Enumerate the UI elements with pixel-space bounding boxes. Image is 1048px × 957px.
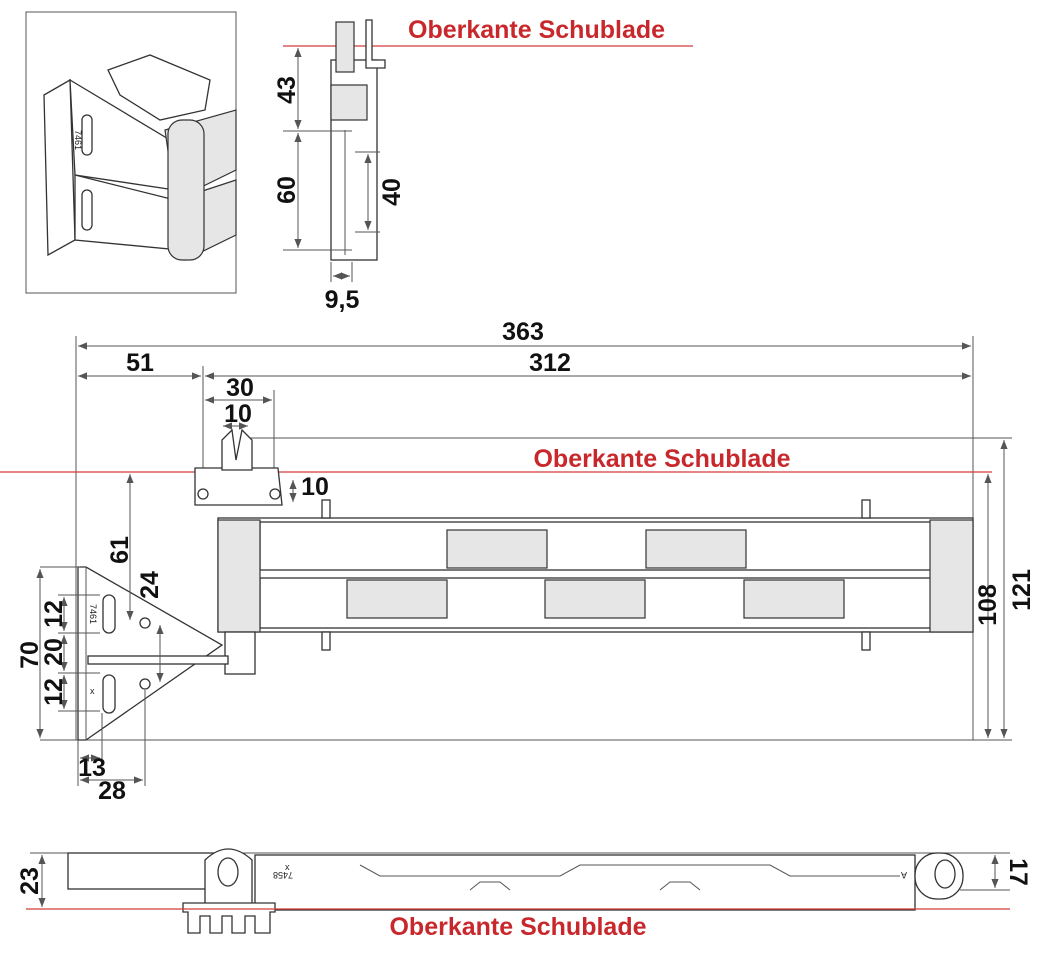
front-view: x 7458 A Oberkante Schublade 23 17 bbox=[16, 848, 1032, 941]
perspective-inset: 7461 bbox=[25, 11, 237, 294]
drawer-top-edge-label: Oberkante Schublade bbox=[533, 445, 790, 473]
dim-12-top: 12 bbox=[40, 600, 68, 628]
dim-28: 28 bbox=[98, 777, 126, 805]
bracket-part-number: 7461 bbox=[88, 604, 98, 624]
dim-60: 60 bbox=[273, 176, 301, 204]
dim-30: 30 bbox=[226, 374, 254, 402]
drawer-top-edge-label: Oberkante Schublade bbox=[408, 16, 665, 44]
dim-363: 363 bbox=[502, 318, 544, 346]
bracket-mark: x bbox=[90, 686, 95, 696]
dim-24: 24 bbox=[136, 571, 164, 599]
dim-51: 51 bbox=[126, 349, 154, 377]
inset-part-number: 7461 bbox=[73, 130, 83, 150]
dim-61: 61 bbox=[106, 536, 134, 564]
front-mark-x: x bbox=[285, 862, 290, 872]
front-part-number: 7458 bbox=[273, 870, 293, 880]
dim-108: 108 bbox=[974, 584, 1002, 626]
dim-10-top: 10 bbox=[224, 400, 252, 428]
dim-12-bottom: 12 bbox=[40, 678, 68, 706]
dim-20: 20 bbox=[40, 638, 68, 666]
dim-17: 17 bbox=[1004, 858, 1032, 886]
dim-70: 70 bbox=[16, 641, 44, 669]
dim-13: 13 bbox=[78, 754, 106, 782]
dim-43: 43 bbox=[273, 76, 301, 104]
dim-10-right: 10 bbox=[301, 473, 329, 501]
dim-312: 312 bbox=[529, 349, 571, 377]
drawer-top-edge-label: Oberkante Schublade bbox=[389, 913, 646, 941]
top-view: 363 51 312 30 10 Oberkante Schublade 10 bbox=[0, 318, 1036, 805]
dim-9-5: 9,5 bbox=[325, 286, 360, 314]
side-view: Oberkante Schublade 43 60 40 9,5 bbox=[273, 16, 693, 314]
dim-40: 40 bbox=[378, 178, 406, 206]
dim-23: 23 bbox=[16, 867, 44, 895]
dim-121: 121 bbox=[1008, 569, 1036, 611]
front-mark-a: A bbox=[901, 870, 907, 880]
